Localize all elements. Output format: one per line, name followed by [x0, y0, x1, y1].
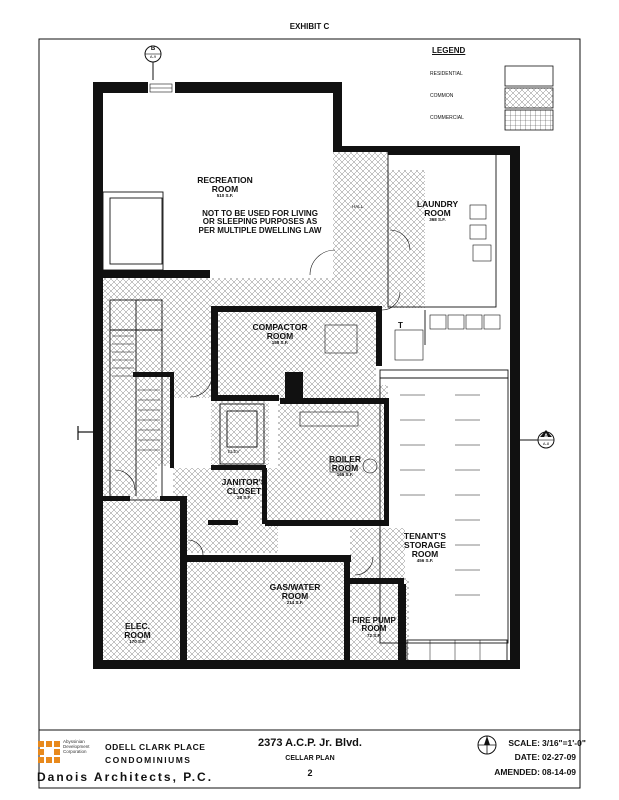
elevator-label: ELEV: [228, 449, 240, 454]
address: 2373 A.C.P. Jr. Blvd.: [258, 737, 362, 749]
room-label-recreation: RECREATION ROOM 510 S.F.: [197, 175, 253, 198]
project-name: ODELL CLARK PLACE: [105, 742, 206, 752]
walls: [93, 82, 520, 669]
section-a-sheet: A-8: [542, 441, 550, 446]
legend-swatch-residential: [504, 65, 554, 87]
toilet-label: T: [398, 321, 403, 330]
legend-label-residential: RESIDENTIAL: [430, 71, 463, 77]
amended-label: AMENDED:: [494, 767, 540, 777]
room-label-tenant-storage: TENANT'S STORAGE ROOM 456 S.F.: [403, 531, 447, 563]
exhibit-label: EXHIBIT C: [289, 22, 330, 31]
date-label: DATE:: [514, 752, 540, 762]
project-subtitle: CONDOMINIUMS: [105, 755, 192, 765]
abyssinian-logo-icon: [38, 741, 60, 763]
date-value: 02-27-09: [542, 752, 577, 762]
architect-name: Danois Architects, P.C.: [37, 770, 214, 784]
section-b-letter: B: [150, 46, 156, 52]
room-label-fire-pump: FIRE PUMP ROOM 72 S.F.: [352, 616, 396, 638]
legend-title: LEGEND: [432, 46, 466, 55]
windows: [149, 83, 173, 93]
section-b-sheet: A-9: [149, 54, 157, 59]
legend-label-commercial: COMMERCIAL: [430, 115, 464, 121]
room-label-janitor: JANITOR'S CLOSET 28 S.F.: [221, 477, 267, 500]
scale-label: SCALE:: [508, 738, 540, 748]
amended-value: 08-14-09: [542, 767, 577, 777]
page-number: 2: [307, 768, 313, 778]
room-label-boiler: BOILER ROOM 165 S.F.: [328, 454, 362, 477]
org-name: Abyssinian Development Corporation: [63, 739, 90, 754]
sheet-title: CELLAR PLAN: [285, 755, 335, 762]
partitions: [102, 151, 509, 663]
room-label-laundry: LAUNDRY ROOM 368 S.F.: [416, 199, 459, 222]
door-swings: [114, 229, 411, 576]
section-a-letter: A: [543, 434, 549, 440]
room-label-elec: ELEC. ROOM 170 S.F.: [124, 621, 151, 644]
legend-swatch-commercial: [504, 109, 554, 131]
laundry-machines: [429, 204, 501, 330]
recreation-note: NOT TO BE USED FOR LIVING OR SLEEPING PU…: [198, 209, 322, 235]
scale-value: 3/16"=1'-0": [542, 738, 586, 748]
legend-swatch-common: [504, 87, 554, 109]
stairs: [112, 335, 160, 451]
storage-stalls: [400, 394, 481, 662]
boiler-equipment: [299, 411, 378, 474]
hall-label: HALL: [352, 204, 364, 209]
common-areas: [100, 152, 425, 666]
room-label-compactor: COMPACTOR ROOM 158 S.F.: [252, 322, 308, 345]
legend-label-common: COMMON: [430, 93, 454, 99]
room-label-gas-water: GAS/WATER ROOM 214 S.F.: [269, 582, 321, 605]
